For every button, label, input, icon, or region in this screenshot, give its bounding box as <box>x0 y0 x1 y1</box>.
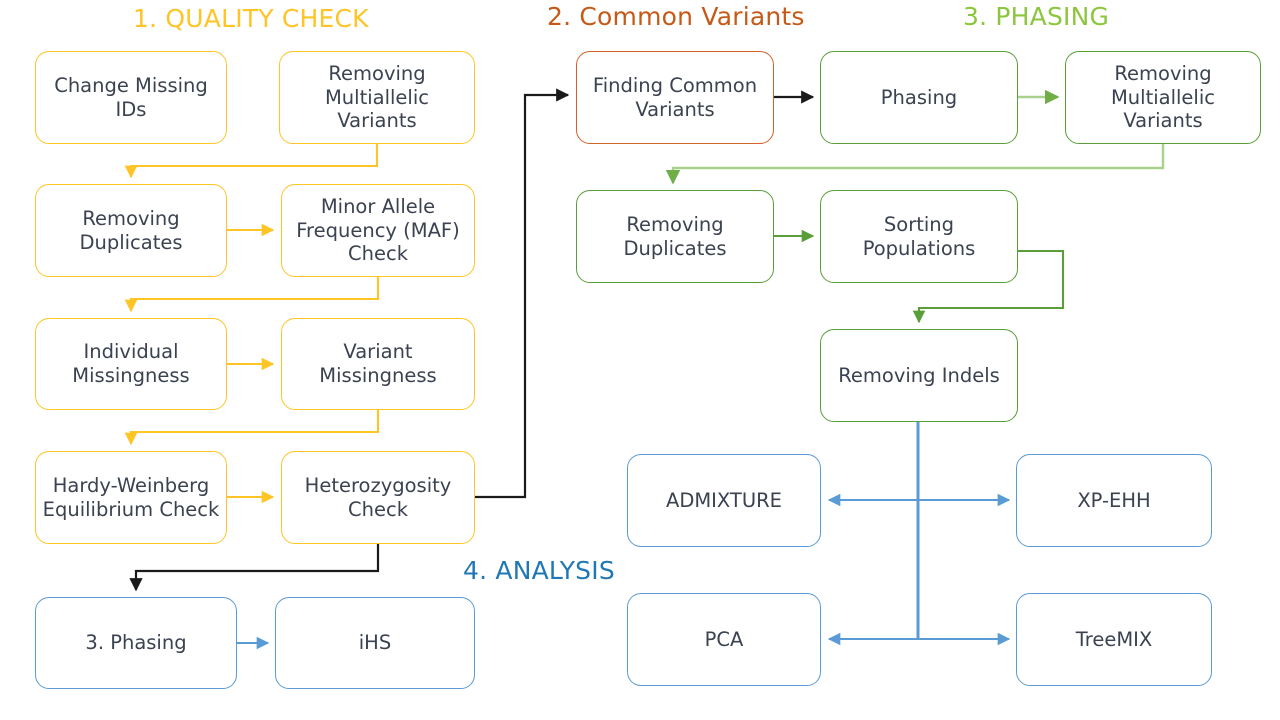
node-ihs[interactable]: iHS <box>275 597 475 689</box>
node-phasing[interactable]: Phasing <box>820 51 1018 144</box>
node-label: ADMIXTURE <box>665 488 782 512</box>
connector-multiallelic2-to-duplicates2 <box>665 144 1165 185</box>
node-removing-multiallelic-variants-qc[interactable]: Removing Multiallelic Variants <box>279 51 475 144</box>
node-label: Hardy-Weinberg Equilibrium Check <box>42 473 220 521</box>
node-label: Change Missing IDs <box>54 73 208 121</box>
node-label: Removing Indels <box>838 363 1000 387</box>
node-label: XP-EHH <box>1077 488 1151 512</box>
node-label: Phasing <box>880 85 958 109</box>
node-change-missing-ids[interactable]: Change Missing IDs <box>35 51 227 144</box>
connector-sorting-to-indels <box>912 249 1065 324</box>
node-label: Finding Common Variants <box>592 73 758 121</box>
node-variant-missingness[interactable]: Variant Missingness <box>281 318 475 410</box>
node-label: PCA <box>704 627 744 651</box>
section-title-quality-check: 1. QUALITY CHECK <box>133 4 369 33</box>
node-label: Minor Allele Frequency (MAF) Check <box>296 194 460 266</box>
section-title-common-variants: 2. Common Variants <box>547 2 805 31</box>
node-phasing-step-3[interactable]: 3. Phasing <box>35 597 237 689</box>
node-removing-duplicates-qc[interactable]: Removing Duplicates <box>35 184 227 277</box>
node-heterozygosity-check[interactable]: Heterozygosity Check <box>281 451 475 544</box>
node-sorting-populations[interactable]: Sorting Populations <box>820 190 1018 283</box>
node-removing-multiallelic-variants-phasing[interactable]: Removing Multiallelic Variants <box>1065 51 1261 144</box>
connector-maf-to-individual <box>124 277 380 313</box>
node-label: Individual Missingness <box>72 340 190 387</box>
node-minor-allele-frequency-check[interactable]: Minor Allele Frequency (MAF) Check <box>281 184 475 277</box>
node-removing-duplicates-phasing[interactable]: Removing Duplicates <box>576 190 774 283</box>
node-xp-ehh[interactable]: XP-EHH <box>1016 454 1212 547</box>
node-label: Variant Missingness <box>319 340 437 387</box>
section-title-phasing: 3. PHASING <box>963 2 1110 31</box>
connector-multiallelic-to-duplicates <box>124 144 379 179</box>
node-finding-common-variants[interactable]: Finding Common Variants <box>576 51 774 144</box>
node-label: Removing Multiallelic Variants <box>1110 61 1215 133</box>
connector-heterozygosity-to-finding-common <box>475 88 570 499</box>
node-admixture[interactable]: ADMIXTURE <box>627 454 821 547</box>
node-label: TreeMIX <box>1075 627 1153 651</box>
node-label: 3. Phasing <box>85 631 187 655</box>
node-label: Sorting Populations <box>862 212 976 260</box>
node-label: Removing Multiallelic Variants <box>324 61 429 133</box>
node-pca[interactable]: PCA <box>627 593 821 686</box>
connector-variant-to-hardy <box>124 410 380 446</box>
node-treemix[interactable]: TreeMIX <box>1016 593 1212 686</box>
node-label: Removing Duplicates <box>623 212 727 260</box>
node-label: Heterozygosity Check <box>304 473 452 521</box>
connector-heterozygosity-to-phasing3 <box>129 544 380 592</box>
node-label: Removing Duplicates <box>79 206 183 254</box>
section-title-analysis: 4. ANALYSIS <box>463 556 615 585</box>
node-label: iHS <box>358 631 392 655</box>
node-individual-missingness[interactable]: Individual Missingness <box>35 318 227 410</box>
node-hardy-weinberg-equilibrium-check[interactable]: Hardy-Weinberg Equilibrium Check <box>35 451 227 544</box>
node-removing-indels[interactable]: Removing Indels <box>820 329 1018 422</box>
